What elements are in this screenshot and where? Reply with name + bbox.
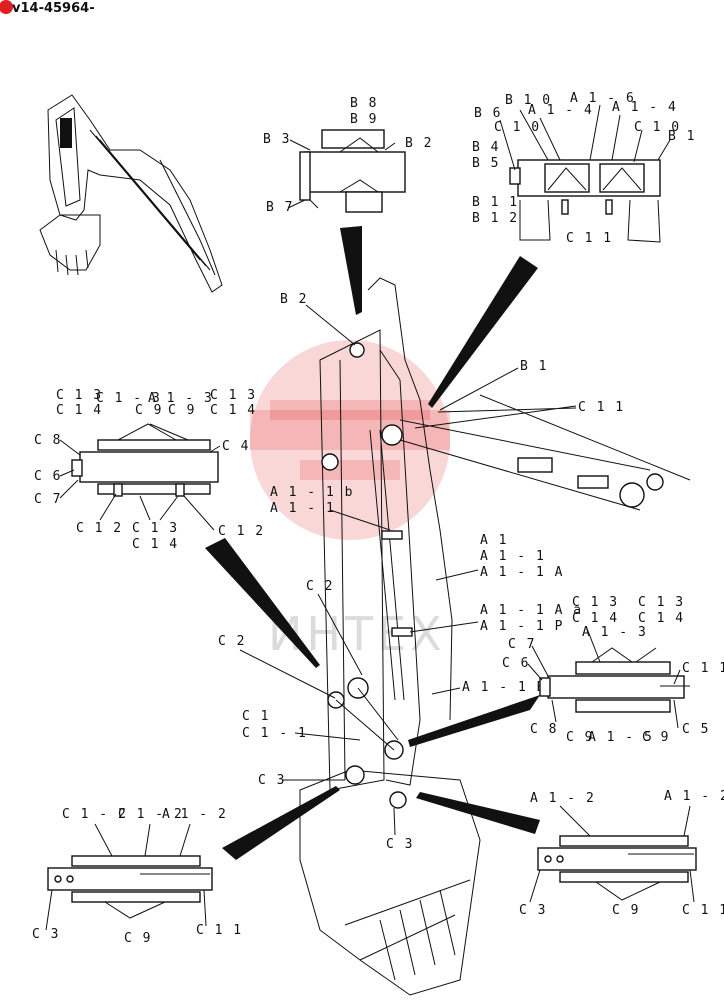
label-br-c9: C 9 bbox=[612, 903, 640, 918]
detail-c-bushing-assembly bbox=[71, 423, 219, 497]
label-b6: B 6 bbox=[474, 106, 502, 121]
part-code: v14-45964- bbox=[12, 1, 95, 16]
main-arm-drawing bbox=[299, 277, 691, 996]
label-r-a1-5: A 1 - 5 bbox=[588, 730, 653, 745]
detail-a1-4-assembly bbox=[509, 159, 661, 243]
label-br-a1-2-b: A 1 - 2 bbox=[664, 789, 724, 804]
label-b8: B 8 bbox=[350, 96, 378, 111]
label-r-c9-b: C 9 bbox=[642, 730, 670, 745]
pointer-arrow-a1-2 bbox=[416, 792, 540, 834]
label-c1: C 1 bbox=[242, 709, 270, 724]
label-a1-1-mid: A 1 - 1 bbox=[480, 549, 545, 564]
label-a1-1b-mid: A 1 - 1 B bbox=[462, 680, 546, 695]
pointer-arrow-c1-2 bbox=[222, 786, 340, 860]
label-bl-c11: C 1 1 bbox=[196, 923, 243, 938]
label-b1-top: B 1 bbox=[668, 129, 696, 144]
label-c13-c: C 1 3 bbox=[132, 521, 179, 536]
label-r-c5: C 5 bbox=[682, 722, 710, 737]
label-c4: C 4 bbox=[222, 439, 250, 454]
watermark-text: ИНТЕХ bbox=[268, 607, 446, 661]
label-c9-a: C 9 bbox=[135, 403, 163, 418]
overview-machine-drawing bbox=[39, 94, 223, 293]
label-bl-c1-2-b: C 1 - 2 bbox=[118, 807, 183, 822]
label-r-c13-a: C 1 3 bbox=[572, 595, 619, 610]
watermark-logo bbox=[250, 340, 450, 540]
label-a1-3-left: A 1 - 3 bbox=[148, 391, 213, 406]
label-b1-main: B 1 bbox=[520, 359, 548, 374]
label-b3: B 3 bbox=[263, 132, 291, 147]
detail-a1-3-assembly bbox=[539, 647, 690, 713]
label-c6: C 6 bbox=[34, 469, 62, 484]
label-b5: B 5 bbox=[472, 156, 500, 171]
label-bl-c3: C 3 bbox=[32, 927, 60, 942]
pointer-arrow-a1-3 bbox=[408, 695, 540, 747]
label-b2-top: B 2 bbox=[405, 136, 433, 151]
label-c14-c: C 1 4 bbox=[132, 537, 179, 552]
label-r-c6: C 6 bbox=[502, 656, 530, 671]
label-c12-a: C 1 2 bbox=[76, 521, 123, 536]
label-b4: B 4 bbox=[472, 140, 500, 155]
label-a1-1b: A 1 - 1 b bbox=[270, 485, 354, 500]
label-r-c14-a: C 1 4 bbox=[572, 611, 619, 626]
label-c10-b: C 1 0 bbox=[634, 120, 681, 135]
label-r-c7: C 7 bbox=[508, 637, 536, 652]
label-c13-a: C 1 3 bbox=[56, 388, 103, 403]
label-c14-a: C 1 4 bbox=[56, 403, 103, 418]
label-a1-1a: A 1 - 1 A bbox=[480, 565, 564, 580]
label-c7: C 7 bbox=[34, 492, 62, 507]
detail-b-pin-assembly bbox=[299, 129, 406, 213]
label-c12-b: C 1 2 bbox=[218, 524, 265, 539]
label-b9: B 9 bbox=[350, 112, 378, 127]
label-a1-1aa: A 1 - 1 A a bbox=[480, 603, 583, 618]
pointer-arrow-b bbox=[340, 226, 362, 315]
label-br-c3: C 3 bbox=[519, 903, 547, 918]
label-a1: A 1 bbox=[480, 533, 508, 548]
label-c3-bot: C 3 bbox=[386, 837, 414, 852]
label-c1-1: C 1 - 1 bbox=[242, 726, 307, 741]
label-c8: C 8 bbox=[34, 433, 62, 448]
header-badge-icon bbox=[0, 0, 13, 14]
label-r-c14-b: C 1 4 bbox=[638, 611, 685, 626]
pointer-arrow-c bbox=[205, 538, 320, 668]
label-r-c9-a: C 9 bbox=[566, 730, 594, 745]
label-c11-main: C 1 1 bbox=[578, 400, 625, 415]
label-c9-b: C 9 bbox=[168, 403, 196, 418]
label-c14-b: C 1 4 bbox=[210, 403, 257, 418]
detail-a1-2-assembly bbox=[537, 835, 697, 901]
label-r-c8: C 8 bbox=[530, 722, 558, 737]
label-r-a1-3: A 1 - 3 bbox=[582, 625, 647, 640]
label-a1-6: A 1 - 6 bbox=[570, 91, 635, 106]
label-c1-3: C 1 - 3 bbox=[96, 391, 161, 406]
label-br-a1-2-a: A 1 - 2 bbox=[530, 791, 595, 806]
label-br-c11: C 1 1 bbox=[682, 903, 724, 918]
label-c3-mid: C 3 bbox=[258, 773, 286, 788]
label-b7: B 7 bbox=[266, 200, 294, 215]
label-r-c13-b: C 1 3 bbox=[638, 595, 685, 610]
label-bl-c9: C 9 bbox=[124, 931, 152, 946]
label-c2-b: C 2 bbox=[218, 634, 246, 649]
label-bl-a1-2: A 1 - 2 bbox=[162, 807, 227, 822]
detail-c1-2-assembly bbox=[47, 855, 213, 919]
label-b12: B 1 2 bbox=[472, 211, 519, 226]
label-b11: B 1 1 bbox=[472, 195, 519, 210]
label-b10: B 1 0 bbox=[505, 93, 552, 108]
label-bl-c1-2-a: C 1 - 2 bbox=[62, 807, 127, 822]
label-a1-1: A 1 - 1 bbox=[270, 501, 335, 516]
label-c2-a: C 2 bbox=[306, 579, 334, 594]
label-c11-top: C 1 1 bbox=[566, 231, 613, 246]
label-r-c11: C 1 1 bbox=[682, 661, 724, 676]
label-c13-b: C 1 3 bbox=[210, 388, 257, 403]
label-a1-4-b: A 1 - 4 bbox=[612, 100, 677, 115]
pointer-arrow-b1 bbox=[428, 256, 538, 408]
label-a1-1p: A 1 - 1 P bbox=[480, 619, 564, 634]
label-b2-main: B 2 bbox=[280, 292, 308, 307]
label-a1-4-a: A 1 - 4 bbox=[528, 103, 593, 118]
